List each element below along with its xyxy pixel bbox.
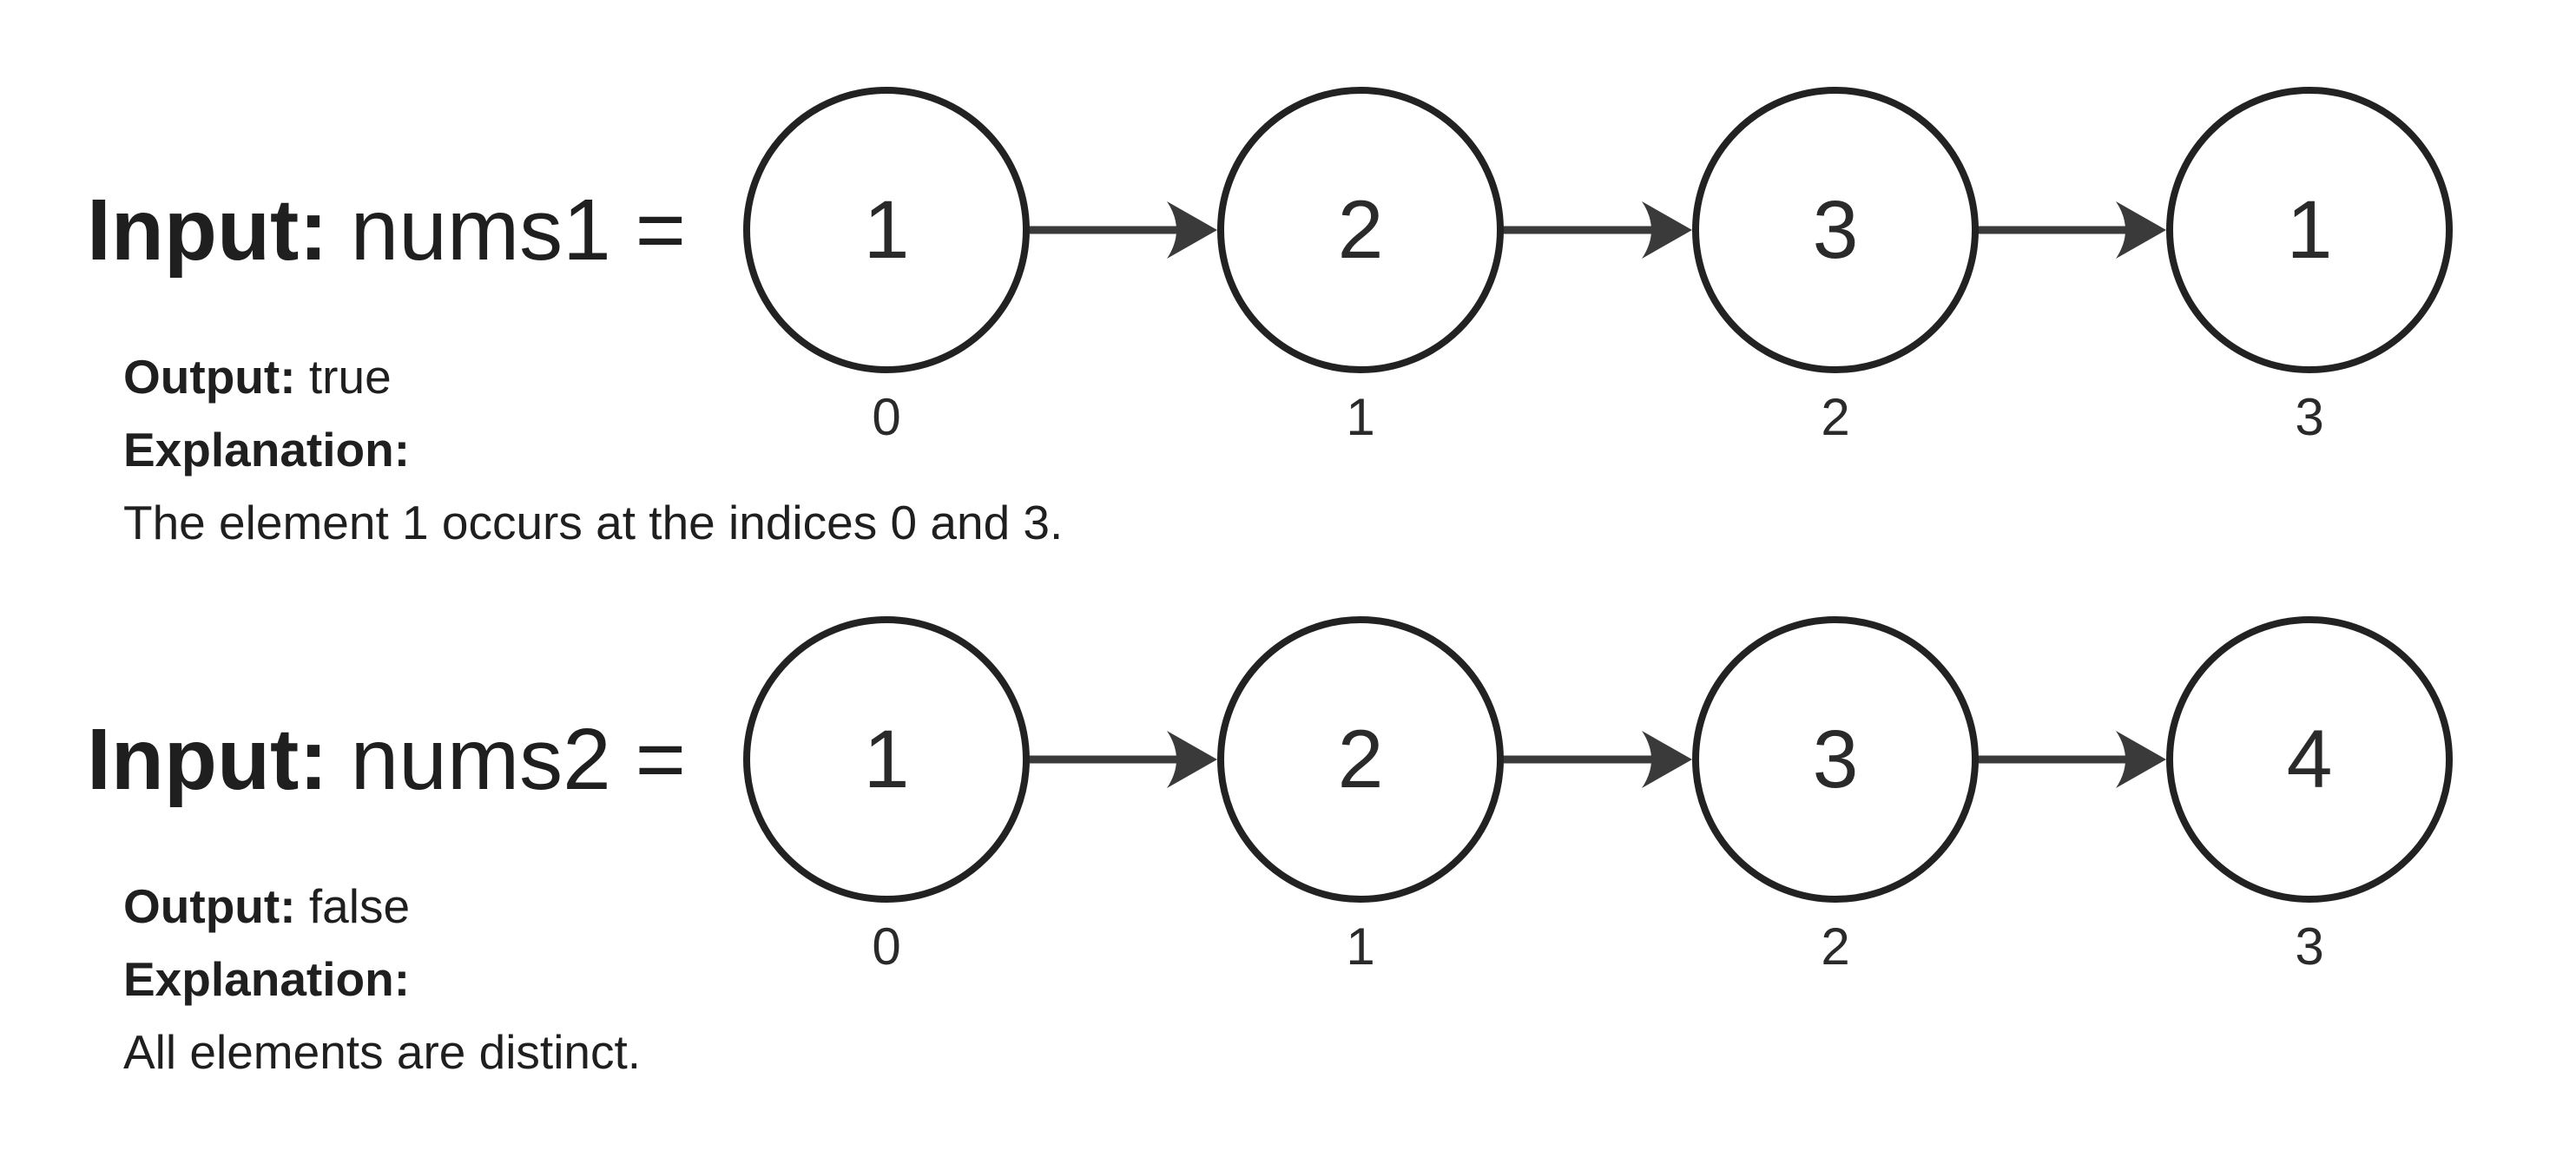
list-node: 1 [2166,87,2453,373]
list-node: 1 [743,87,1030,373]
output-value: true [308,350,392,404]
list-node: 1 [743,616,1030,903]
example-1: Input:nums1 = 1 2 3 1 0 1 2 3 Output:tru… [87,87,2453,559]
explanation-text: The element 1 occurs at the indices 0 an… [123,496,1064,549]
list-node: 4 [2166,616,2453,903]
arrows-layer-1 [1028,201,2166,259]
arrow [1028,201,1217,259]
output-line: Output:false [123,870,641,943]
explanation-label: Explanation: [123,423,411,477]
output-value: false [308,879,411,933]
list-node: 2 [1217,87,1504,373]
node-value: 1 [863,713,910,805]
result-block-1: Output:true Explanation: The element 1 o… [123,340,1063,559]
list-node: 2 [1217,616,1504,903]
arrow [1977,201,2166,259]
arrows-layer-2 [1028,731,2166,788]
output-label: Output: [123,350,296,404]
node-value: 3 [1812,183,1859,276]
explanation-label: Explanation: [123,952,411,1006]
node-index: 1 [1346,388,1375,446]
input-label-2: Input:nums2 = [87,699,686,820]
input-variable: nums2 = [350,711,686,808]
node-index: 2 [1821,917,1850,976]
output-label: Output: [123,879,296,933]
node-index: 0 [872,388,901,446]
node-index: 2 [1821,388,1850,446]
example-2: Input:nums2 = 1 2 3 4 0 1 2 3 Output:fal… [0,529,2576,1170]
input-keyword: Input: [87,181,328,279]
node-index: 3 [2295,388,2324,446]
input-label-1: Input:nums1 = [87,169,686,291]
node-value: 1 [863,183,910,276]
node-index: 0 [872,917,901,976]
input-keyword: Input: [87,711,328,808]
node-value: 4 [2286,713,2333,805]
arrow [1977,731,2166,788]
list-node: 3 [1692,87,1979,373]
node-value: 2 [1337,183,1384,276]
node-value: 3 [1812,713,1859,805]
input-variable: nums1 = [350,181,686,279]
node-value: 2 [1337,713,1384,805]
output-line: Output:true [123,340,1063,413]
arrow [1502,731,1692,788]
result-block-2: Output:false Explanation: All elements a… [123,870,641,1088]
node-index: 1 [1346,917,1375,976]
node-value: 1 [2286,183,2333,276]
list-node: 3 [1692,616,1979,903]
node-index: 3 [2295,917,2324,976]
arrow [1502,201,1692,259]
explanation-text: All elements are distinct. [123,1025,642,1079]
arrow [1028,731,1217,788]
